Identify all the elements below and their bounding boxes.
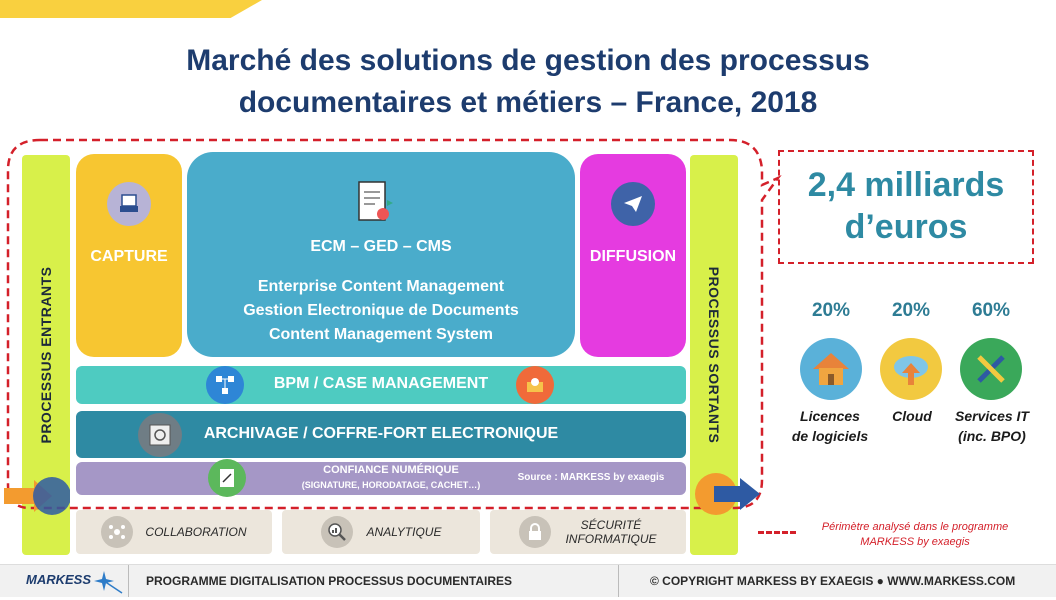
- footer-divider-left: [128, 565, 129, 597]
- tools-icon: [960, 338, 1022, 400]
- capture-label: CAPTURE: [90, 248, 168, 265]
- segment-services-pct: 60%: [971, 300, 1011, 321]
- page-title: Marché des solutions de gestion des proc…: [0, 40, 1056, 124]
- workflow-icon: [206, 366, 244, 404]
- segment-cloud-pct: 20%: [891, 300, 931, 321]
- archivage-label: ARCHIVAGE / COFFRE-FORT ELECTRONIQUE: [203, 425, 559, 442]
- diffusion-label: DIFFUSION: [589, 248, 677, 265]
- market-value-box: 2,4 milliards d’euros: [778, 150, 1034, 264]
- ecm-line-2: Gestion Electronique de Documents: [243, 302, 519, 319]
- market-value-line-1: 2,4 milliards: [807, 166, 1005, 204]
- lock-icon: [519, 516, 552, 548]
- securite-label-line-2: INFORMATIQUE: [565, 532, 657, 546]
- markess-logo: MARKESS: [26, 572, 92, 587]
- analytique-cell: ANALYTIQUE: [282, 510, 480, 554]
- footer-divider-right: [618, 565, 619, 597]
- collaboration-cell: COLLABORATION: [76, 510, 272, 554]
- ecm-heading: ECM – GED – CMS: [310, 238, 452, 255]
- confiance-label: CONFIANCE NUMÉRIQUE: [323, 464, 459, 476]
- folder-cloud-icon: [516, 366, 554, 404]
- collaboration-label: COLLABORATION: [145, 525, 247, 539]
- document-settings-icon: [355, 180, 395, 226]
- exit-arrow-icon: [694, 472, 762, 521]
- title-line-1: Marché des solutions de gestion des proc…: [186, 44, 870, 77]
- ecm-line-3: Content Management System: [268, 326, 494, 343]
- ecm-box: ECM – GED – CMS Enterprise Content Manag…: [187, 152, 575, 357]
- segment-services-label-line-2: (inc. BPO): [958, 428, 1026, 444]
- market-value-line-2: d’euros: [844, 208, 968, 246]
- segment-licences-label-line-2: de logiciels: [791, 428, 869, 444]
- bpm-label: BPM / CASE MANAGEMENT: [273, 375, 489, 392]
- star-logo-icon: [90, 567, 124, 600]
- signature-document-icon: [208, 459, 246, 497]
- legend-line-2: MARKESS by exaegis: [860, 536, 970, 548]
- segment-cloud-label: Cloud: [862, 406, 962, 426]
- collaboration-icon: [101, 516, 134, 548]
- confiance-sublabel: (SIGNATURE, HORODATAGE, CACHET…): [301, 480, 481, 490]
- paper-plane-icon: [611, 182, 655, 226]
- scanner-icon: [107, 182, 151, 226]
- bpm-band: BPM / CASE MANAGEMENT: [76, 366, 686, 404]
- footer-copyright: © COPYRIGHT MARKESS BY EXAEGIS ● WWW.MAR…: [650, 574, 1016, 588]
- title-line-2: documentaires et métiers – France, 2018: [238, 86, 818, 119]
- segment-licences-label: Licences de logiciels: [780, 406, 880, 446]
- house-icon: [800, 338, 862, 400]
- segment-licences-label-line-1: Licences: [800, 408, 860, 424]
- top-accent-tab: [0, 0, 262, 18]
- segment-licences-pct: 20%: [811, 300, 851, 321]
- segment-cloud-label-line-1: Cloud: [892, 408, 932, 424]
- entry-arrow-icon: [4, 476, 71, 521]
- segment-services-label: Services IT (inc. BPO): [942, 406, 1042, 446]
- analytique-label: ANALYTIQUE: [366, 525, 442, 539]
- legend-dash: [758, 531, 796, 534]
- securite-label-line-1: SÉCURITÉ: [580, 518, 642, 532]
- legend-text: Périmètre analysé dans le programme MARK…: [800, 520, 1030, 550]
- segment-services-label-line-1: Services IT: [955, 408, 1029, 424]
- archivage-band: ARCHIVAGE / COFFRE-FORT ELECTRONIQUE: [76, 411, 686, 458]
- legend-line-1: Périmètre analysé dans le programme: [821, 521, 1009, 533]
- safe-icon: [138, 413, 182, 457]
- footer-program: PROGRAMME DIGITALISATION PROCESSUS DOCUM…: [146, 574, 513, 588]
- cloud-upload-icon: [880, 338, 942, 400]
- source-label: Source : MARKESS by exaegis: [517, 472, 665, 483]
- magnifier-chart-icon: [320, 516, 353, 548]
- capture-box: CAPTURE: [76, 154, 182, 357]
- securite-cell: SÉCURITÉ INFORMATIQUE: [490, 510, 686, 554]
- ecm-line-1: Enterprise Content Management: [257, 278, 505, 295]
- confiance-band: CONFIANCE NUMÉRIQUE (SIGNATURE, HORODATA…: [76, 459, 686, 497]
- footer: MARKESS PROGRAMME DIGITALISATION PROCESS…: [0, 564, 1056, 597]
- diffusion-box: DIFFUSION: [580, 154, 686, 357]
